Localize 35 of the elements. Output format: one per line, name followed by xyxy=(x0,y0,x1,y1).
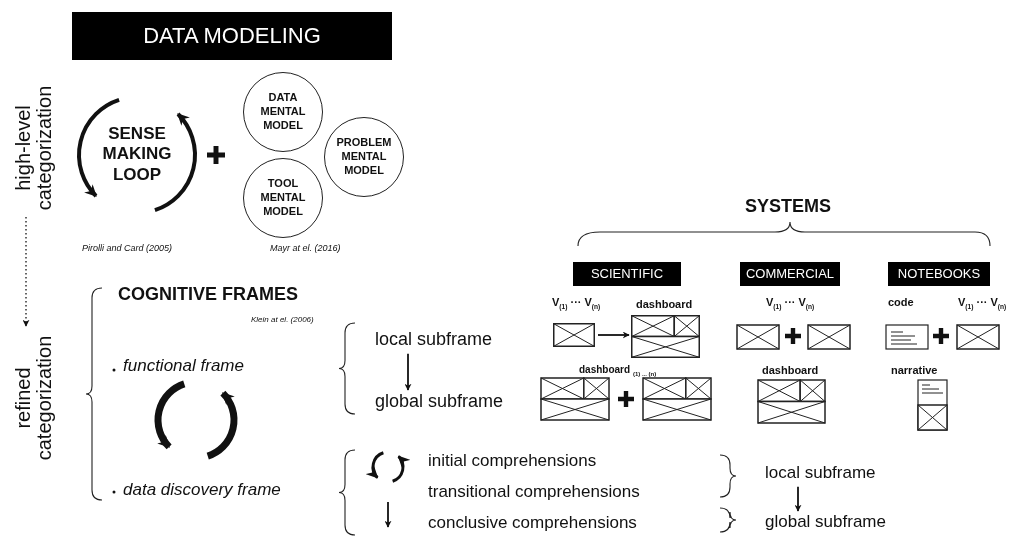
list-item: transitional comprehensions xyxy=(428,483,640,502)
box-caption: dashboard xyxy=(762,364,819,377)
box-caption: dashboard xyxy=(636,298,693,311)
list-item: functional frame xyxy=(123,357,244,376)
box-caption: code xyxy=(888,296,914,309)
arrow xyxy=(794,485,802,512)
wireframe-box xyxy=(553,323,595,347)
arrow xyxy=(404,352,412,391)
loop-label: SENSE MAKING LOOP xyxy=(101,124,173,186)
axis-label: refined categorization xyxy=(8,328,60,468)
citation: Pirolli and Card (2005) xyxy=(82,244,173,254)
box-caption: dashboard $_{(1) ... (n)}$ xyxy=(579,364,657,378)
citation: Mayr at el. (2016) xyxy=(270,244,341,254)
subframe-label: local subframe xyxy=(765,464,876,483)
category-banner: SCIENTIFIC xyxy=(573,262,681,286)
dashboard-wireframe xyxy=(631,315,700,358)
arrow xyxy=(597,331,630,339)
box-caption: V$_{(1)}$ ··· V$_{(n)}$ xyxy=(552,296,601,311)
subframe-label: global subframe xyxy=(375,392,504,412)
list-item: conclusive comprehensions xyxy=(428,514,637,533)
axis-label: high-level categorization xyxy=(8,83,60,213)
box-caption: V$_{(1)}$ ··· V$_{(n)}$ xyxy=(766,296,815,311)
citation: Klein at el. (2006) xyxy=(251,316,314,325)
title-banner: DATA MODELING xyxy=(72,12,392,60)
arrow xyxy=(22,216,30,327)
list-item: initial comprehensions xyxy=(428,452,597,471)
category-banner: COMMERCIAL xyxy=(740,262,840,286)
category-banner: NOTEBOOKS xyxy=(888,262,990,286)
box-caption: V$_{(1)}$ ··· V$_{(n)}$ xyxy=(958,296,1007,311)
subframe-label: local subframe xyxy=(375,330,493,350)
subframe-label: global subframe xyxy=(765,513,886,532)
section-heading: SYSTEMS xyxy=(745,197,832,217)
box-caption: narrative xyxy=(891,364,938,377)
section-heading: COGNITIVE FRAMES xyxy=(118,285,298,305)
list-item: data discovery frame xyxy=(123,481,281,500)
